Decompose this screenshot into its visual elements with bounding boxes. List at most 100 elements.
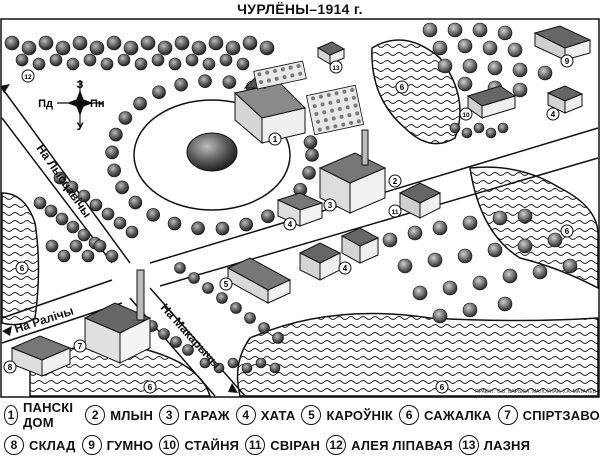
tree-icon bbox=[45, 239, 59, 253]
map-marker-number: 5 bbox=[224, 280, 229, 289]
tree-icon bbox=[89, 40, 105, 56]
map-marker-number: 6 bbox=[440, 383, 445, 392]
house-c bbox=[546, 85, 584, 114]
map-marker-number: 8 bbox=[8, 363, 13, 372]
tree-icon bbox=[105, 249, 119, 263]
map-marker-circle bbox=[560, 224, 574, 238]
tree-icon bbox=[457, 248, 473, 264]
tree-icon bbox=[487, 60, 503, 76]
road-arrows bbox=[0, 84, 238, 393]
tree-icon bbox=[497, 122, 509, 134]
legend-label: КАРОЎНІК bbox=[326, 407, 394, 423]
tree-icon bbox=[457, 76, 473, 92]
compass-south: У bbox=[77, 121, 84, 133]
legend-label: СВІРАН bbox=[270, 437, 321, 453]
tree-icon bbox=[432, 40, 448, 56]
tree-icon bbox=[170, 336, 182, 348]
tree-icon bbox=[227, 357, 239, 369]
tree-icon bbox=[449, 122, 461, 134]
tree-icon bbox=[123, 40, 139, 56]
tree-icon bbox=[461, 127, 473, 139]
tree-icon bbox=[485, 127, 497, 139]
map-marker-circle bbox=[459, 107, 473, 121]
tree-icon bbox=[77, 228, 91, 242]
estate-map: З У Пд Пн На Лысцавічы На Ралічы На Мака… bbox=[0, 18, 600, 398]
tree-icon bbox=[487, 242, 503, 258]
credit-text: ПРАЕКТ: С.В. БАРЫСА, МАЛОЎНАК, У.А. МАТА… bbox=[475, 387, 597, 395]
tree-icon bbox=[462, 302, 478, 318]
tree-icon bbox=[502, 268, 518, 284]
tree-icon bbox=[472, 22, 488, 38]
tree-icon bbox=[81, 249, 95, 263]
tree-icon bbox=[140, 35, 156, 51]
tree-icon bbox=[157, 40, 173, 56]
tree-icon bbox=[57, 249, 71, 263]
tree-icon bbox=[239, 217, 254, 232]
tree-icon bbox=[547, 232, 563, 248]
tree-icon bbox=[462, 215, 478, 231]
legend-number: 3 bbox=[159, 405, 180, 425]
tree-icon bbox=[305, 148, 319, 162]
map-marker-number: 4 bbox=[551, 110, 556, 119]
tree-icon bbox=[272, 332, 284, 344]
stables-building bbox=[466, 85, 517, 119]
tree-icon bbox=[382, 232, 398, 248]
distillery-building bbox=[83, 269, 152, 364]
tree-icon bbox=[303, 135, 318, 149]
tree-icon bbox=[492, 210, 508, 226]
tree-icon bbox=[174, 35, 190, 51]
tree-icon bbox=[66, 57, 80, 71]
tree-icon bbox=[432, 220, 448, 236]
road-main-lower bbox=[159, 157, 599, 287]
tree-icon bbox=[497, 296, 513, 312]
map-title: ЧУРЛЁНЫ–1914 г. bbox=[237, 1, 363, 17]
tree-icon bbox=[562, 258, 578, 274]
tree-icon bbox=[128, 195, 143, 210]
tree-icon bbox=[118, 111, 133, 125]
map-marker-circle bbox=[395, 80, 409, 94]
tree-icon bbox=[107, 163, 121, 178]
map-marker-number: 10 bbox=[462, 112, 470, 119]
garden-plot-upper bbox=[253, 60, 307, 90]
tree-icon bbox=[4, 35, 20, 51]
map-marker-circle bbox=[268, 132, 282, 146]
map-marker-number: 4 bbox=[288, 220, 293, 229]
compass-west: Пд bbox=[38, 98, 53, 110]
tree-icon bbox=[457, 38, 473, 54]
garden-plot-lower bbox=[305, 84, 365, 136]
tree-icon bbox=[219, 53, 233, 67]
tree-icon bbox=[407, 225, 423, 241]
tree-icon bbox=[174, 77, 188, 92]
legend-label: ЛАЗНЯ bbox=[483, 437, 531, 453]
legend-label: ГАРАЖ bbox=[184, 407, 230, 423]
tree-icon bbox=[517, 238, 533, 254]
tree-icon bbox=[427, 252, 443, 268]
tree-icon bbox=[447, 22, 463, 38]
tree-icon bbox=[168, 57, 182, 71]
legend-label: АЛЕЯ ЛІПАВАЯ bbox=[351, 437, 453, 453]
tree-icon bbox=[167, 216, 182, 231]
tree-icon bbox=[236, 57, 250, 71]
tree-icon bbox=[244, 312, 256, 324]
map-marker-circle bbox=[3, 360, 17, 374]
map-marker-circle bbox=[143, 380, 157, 394]
legend-label: СПІРТЗАВОД bbox=[522, 407, 600, 423]
tree-icon bbox=[188, 272, 200, 284]
map-marker-number: 13 bbox=[332, 65, 340, 72]
buildings bbox=[10, 25, 592, 377]
tree-icon bbox=[198, 74, 212, 88]
tree-icon bbox=[242, 35, 258, 51]
tree-icon bbox=[21, 40, 37, 56]
map-marker-number: 6 bbox=[565, 227, 570, 236]
bathhouse-building bbox=[316, 41, 346, 65]
tree-icon bbox=[32, 57, 46, 71]
legend-number: 10 bbox=[159, 435, 180, 455]
tree-icon bbox=[72, 35, 88, 51]
